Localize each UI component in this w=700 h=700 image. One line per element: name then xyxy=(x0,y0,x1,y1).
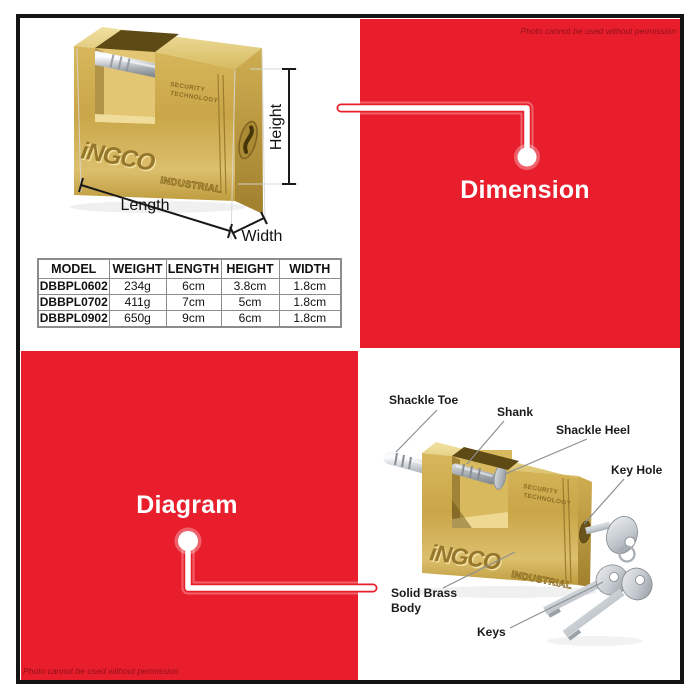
shackle-pin xyxy=(89,51,165,78)
cell-height: 5cm xyxy=(220,294,280,311)
padlock-shadow xyxy=(413,586,597,598)
col-header-model: MODEL xyxy=(37,258,110,279)
cell-model: DBBPL0902 xyxy=(37,310,110,328)
slot-top-opening xyxy=(452,447,519,470)
seam-line xyxy=(217,73,222,194)
cell-height: 3.8cm xyxy=(220,278,280,295)
dimension-section-title: Dimension xyxy=(460,176,590,204)
dimension-section-bg xyxy=(360,19,681,348)
length-label: Length xyxy=(120,197,170,214)
cell-weight: 411g xyxy=(108,294,167,311)
key-hole-cutout xyxy=(609,572,619,582)
cell-width: 1.8cm xyxy=(278,294,342,311)
cell-length: 7cm xyxy=(165,294,222,311)
leader-shank xyxy=(466,420,505,465)
keyhole-with-key xyxy=(579,520,611,544)
col-header-length: LENGTH xyxy=(165,258,222,279)
col-header-width: WIDTH xyxy=(278,258,342,279)
key-ring xyxy=(618,545,636,563)
width-label: Width xyxy=(241,228,283,245)
slot-floor xyxy=(95,114,155,124)
leader-keys xyxy=(509,581,604,629)
keyhole-icon xyxy=(238,120,258,160)
spec-row: DBBPL0602 234g 6cm 3.8cm 1.8cm xyxy=(37,278,342,295)
callout-dot xyxy=(178,531,198,551)
spec-row: DBBPL0702 411g 7cm 5cm 1.8cm xyxy=(37,294,342,311)
shackle-toe-label: Shackle Toe xyxy=(389,393,459,407)
cell-weight: 234g xyxy=(108,278,167,295)
key-hole-label: Key Hole xyxy=(611,463,663,477)
body-front-face xyxy=(422,453,578,585)
slot-shadow xyxy=(95,48,104,122)
padlock-photo-diagram: SECURITY TECHNOLOGY iNGCO iNGCO INDUSTRI… xyxy=(383,442,653,646)
seam-line xyxy=(222,74,227,195)
diagram-callout xyxy=(174,527,380,595)
shackle-pin xyxy=(383,451,507,490)
key-hole-cutout xyxy=(635,575,645,585)
shank-label: Shank xyxy=(497,405,534,419)
shackle-heel-label: Shackle Heel xyxy=(556,423,631,437)
col-header-weight: WEIGHT xyxy=(108,258,167,279)
spec-row: DBBPL0902 650g 9cm 6cm 1.8cm xyxy=(37,310,342,328)
keys-shadow xyxy=(547,636,643,646)
padlock-photo-dimension: SECURITY TECHNOLOGY iNGCO iNGCO INDUSTRI… xyxy=(70,27,263,214)
label-leader-lines xyxy=(395,409,625,629)
cell-length: 9cm xyxy=(165,310,222,328)
leader-shackle-heel xyxy=(504,438,588,475)
padlock-shadow xyxy=(70,201,246,213)
spec-header-row: MODEL WEIGHT LENGTH HEIGHT WIDTH xyxy=(37,258,342,279)
leader-shackle-toe xyxy=(395,409,438,453)
seam-line xyxy=(562,477,567,583)
solid-brass-body-label: Solid Brass Body xyxy=(391,586,458,615)
cell-model: DBBPL0602 xyxy=(37,278,110,295)
cell-model: DBBPL0702 xyxy=(37,294,110,311)
diagram-section-bg xyxy=(21,351,358,681)
slot-corner-shadow xyxy=(452,500,472,528)
measurement-annotations xyxy=(76,47,298,241)
cell-height: 6cm xyxy=(220,310,280,328)
slot-top-opening xyxy=(95,30,179,52)
height-measure xyxy=(282,68,296,185)
key-inserted xyxy=(606,516,638,554)
keys-label: Keys xyxy=(477,625,506,639)
cell-width: 1.8cm xyxy=(278,278,342,295)
spec-table: MODEL WEIGHT LENGTH HEIGHT WIDTH DBBPL06… xyxy=(37,258,342,328)
watermark-top: Photo cannot be used without permission xyxy=(520,26,676,36)
body-front-face xyxy=(74,46,235,201)
leader-solid-brass-body xyxy=(442,551,516,589)
length-measure xyxy=(78,177,233,239)
cell-weight: 650g xyxy=(108,310,167,328)
key-head xyxy=(621,567,653,601)
watermark-bottom: Photo cannot be used without permission xyxy=(23,666,179,676)
width-measure xyxy=(229,211,268,240)
diagram-section-title: Diagram xyxy=(136,491,238,519)
dimension-callout xyxy=(334,101,540,170)
cell-length: 6cm xyxy=(165,278,222,295)
seam-line xyxy=(567,478,572,584)
col-header-height: HEIGHT xyxy=(220,258,280,279)
leader-key-hole xyxy=(583,478,625,525)
height-label: Height xyxy=(268,103,285,151)
callout-dot xyxy=(517,147,537,167)
cell-width: 1.8cm xyxy=(278,310,342,328)
